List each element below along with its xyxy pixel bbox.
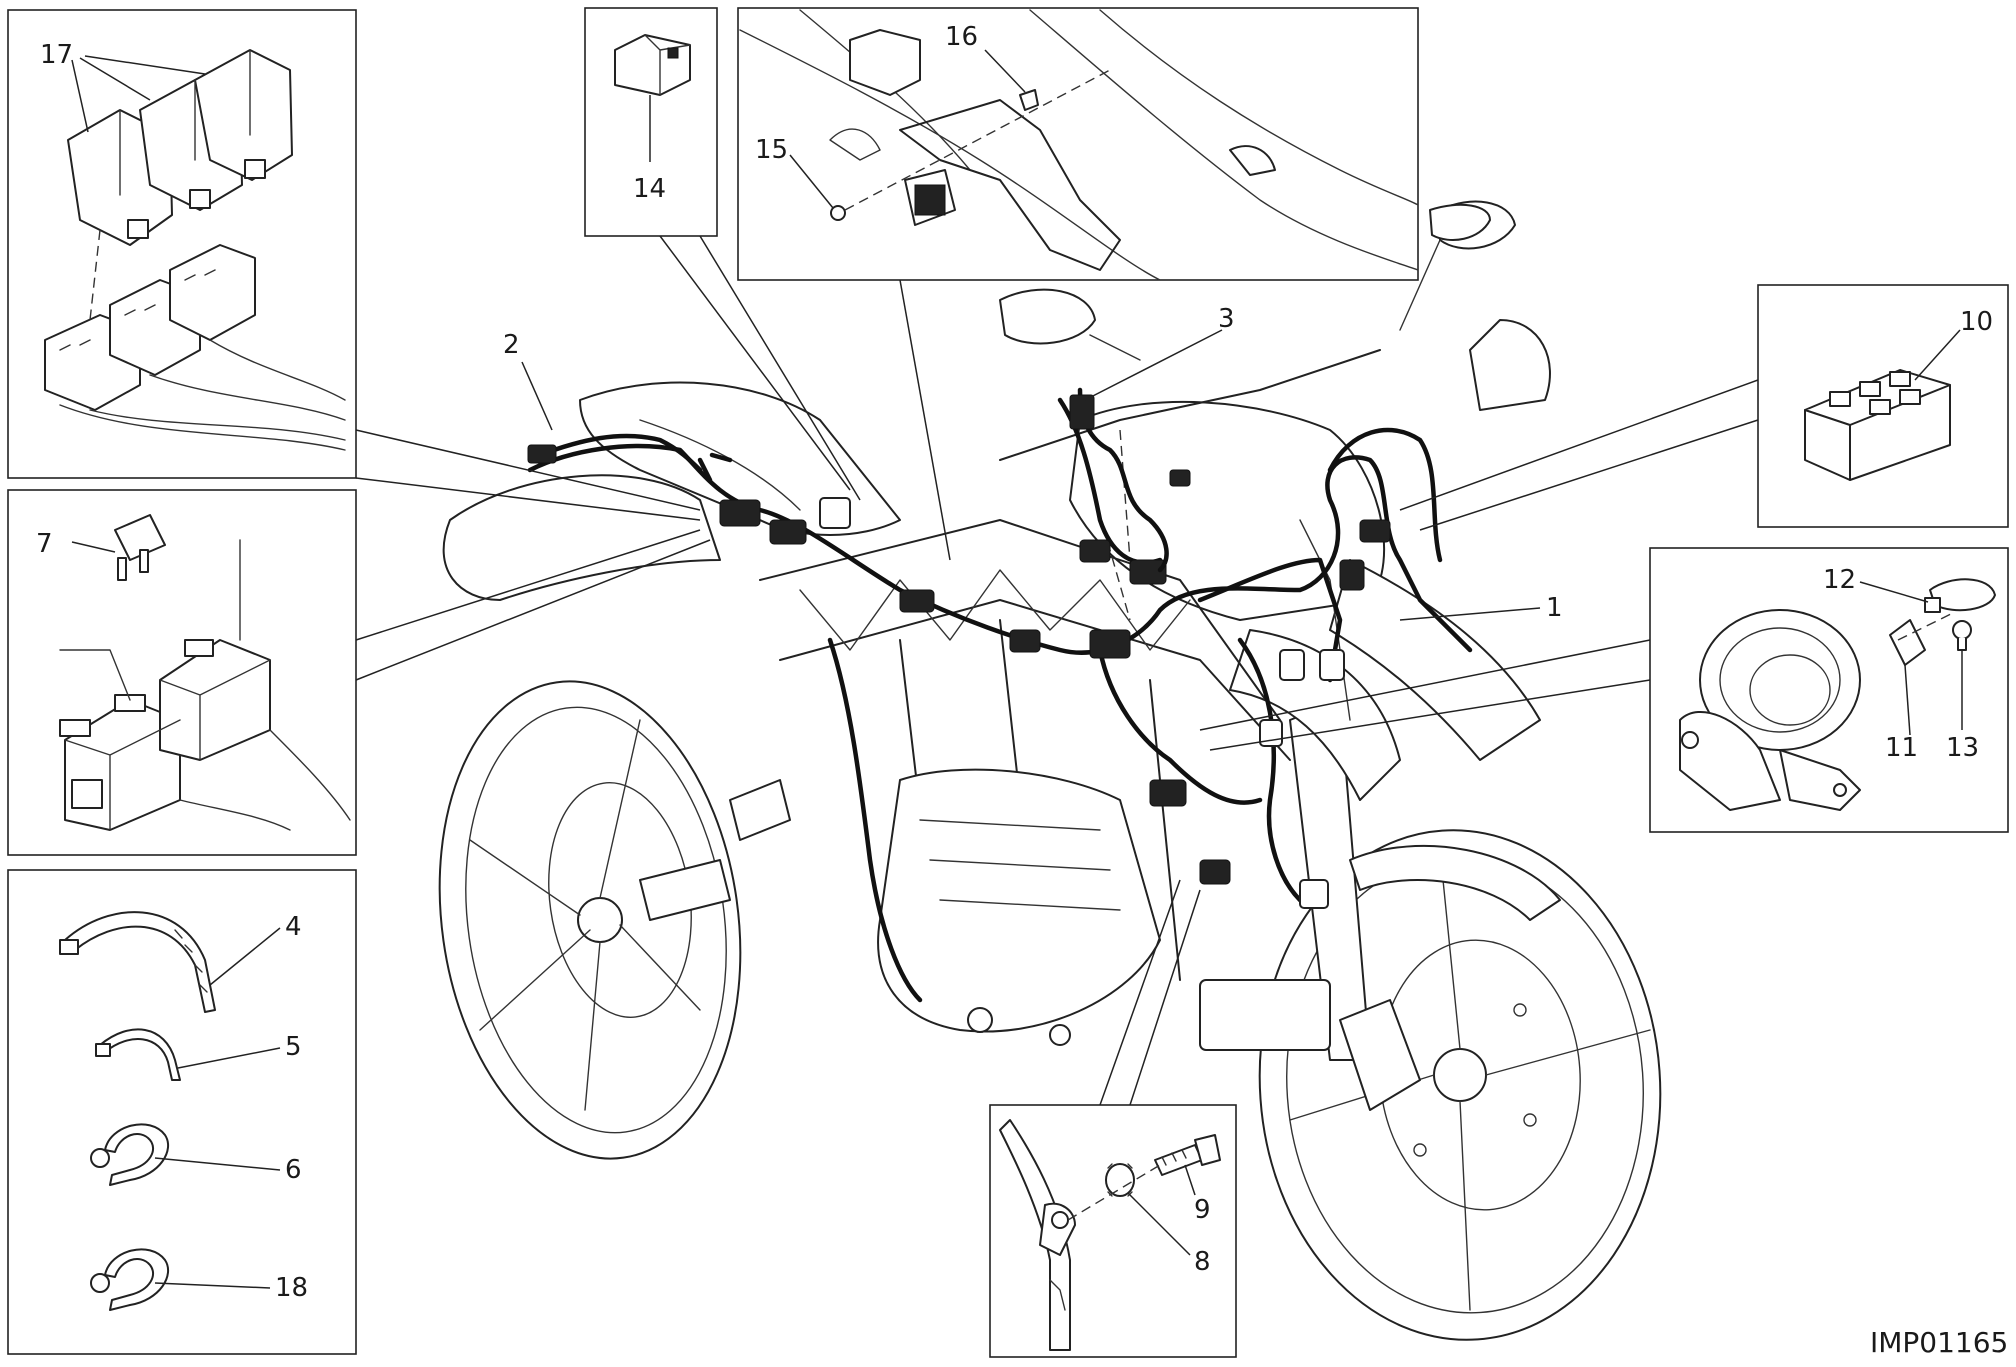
callout-12: 12 — [1823, 565, 1856, 595]
detail-box-connector-14: 14 — [584, 7, 718, 237]
figure-code: IMP01165 — [1870, 1326, 2008, 1359]
callout-4: 4 — [285, 912, 302, 942]
callout-16: 16 — [945, 22, 978, 52]
engine — [877, 768, 1331, 1051]
rear-wheel — [438, 680, 742, 1160]
detail-box-relays: 17 — [7, 9, 357, 479]
callout-7: 7 — [36, 529, 53, 559]
detail-box-frame-mount: 15 16 — [737, 7, 1491, 281]
callout-2: 2 — [503, 330, 520, 360]
detail-box-cable-ties: 4 5 6 18 — [7, 869, 357, 1355]
callout-3: 3 — [1218, 304, 1235, 334]
main-wiring-harness — [527, 387, 1473, 1003]
callout-5: 5 — [285, 1032, 302, 1062]
detail-box-connector-10: 10 — [1757, 284, 2009, 528]
callout-15: 15 — [755, 135, 788, 165]
detail-box-ground-screw: 8 9 — [989, 1104, 1237, 1358]
callout-8: 8 — [1194, 1247, 1211, 1277]
callout-14: 14 — [633, 174, 666, 204]
callout-6: 6 — [285, 1155, 302, 1185]
detail-box-fuses: 7 — [7, 489, 357, 856]
callout-9: 9 — [1194, 1195, 1211, 1225]
callout-10: 10 — [1960, 307, 1993, 337]
callout-13: 13 — [1946, 733, 1979, 763]
callout-17: 17 — [40, 40, 73, 70]
front-wheel — [1258, 829, 1662, 1341]
callout-18: 18 — [275, 1273, 308, 1303]
callout-1: 1 — [1546, 593, 1563, 623]
detail-box-ignition-mount: 11 12 13 — [1649, 547, 2009, 833]
callout-11: 11 — [1885, 733, 1918, 763]
